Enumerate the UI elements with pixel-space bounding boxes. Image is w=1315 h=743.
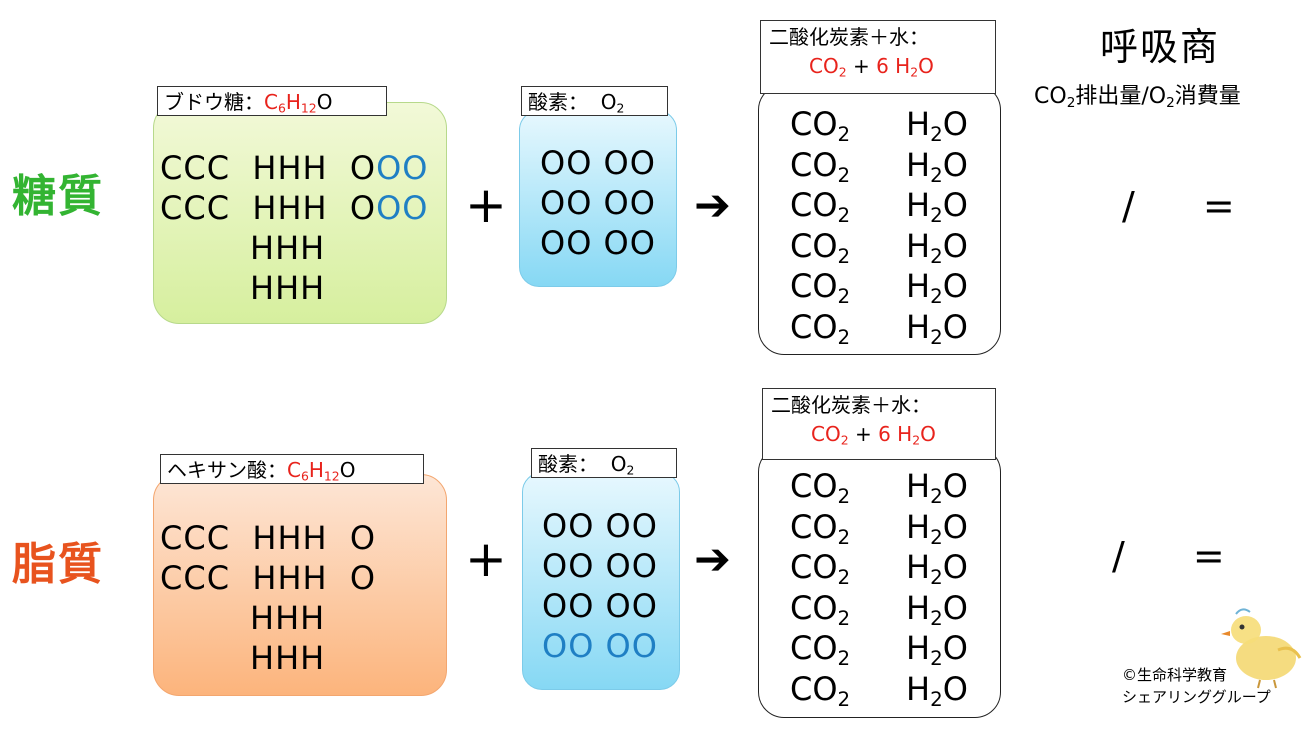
products-tag: 二酸化炭素＋水： CO2 + 6 H2O [760, 20, 996, 94]
oxygen-line: OO OO [542, 587, 658, 625]
hexanoic-acid-tag: ヘキサン酸：C6H12O [160, 454, 424, 484]
oxygen-molecule-box [519, 110, 677, 287]
glucose-tag: ブドウ糖：C6H12O [157, 86, 387, 116]
products-tag: 二酸化炭素＋水： CO2 + 6 H2O [762, 388, 996, 460]
respiratory-quotient-definition: CO2排出量/O2消費量 [1034, 84, 1241, 112]
hexanoic-acid-atoms: CCC HHH O CCC HHH O HHH HHH [160, 519, 377, 677]
oxygen-atoms: OO OO OO OO OO OO [540, 143, 656, 263]
oxygen-line: OO OO [542, 507, 658, 545]
glucose-molecule-box [153, 102, 447, 324]
glucose-atoms: CCC HHH OOO CCC HHH OOO HHH HHH [160, 149, 429, 307]
reaction-arrow: ➔ [694, 534, 731, 585]
oxygen-atoms: OO OO OO OO OO OO OO OO [542, 506, 658, 666]
oxygen-tag: 酸素： O2 [531, 448, 677, 478]
oxygen-molecule-box [522, 472, 680, 690]
oxygen-line: OO OO [540, 144, 656, 182]
ratio-placeholder: / = [1122, 184, 1263, 228]
row-label-carbohydrate: 糖質 [12, 171, 104, 222]
oxygen-line: OO OO [540, 184, 656, 222]
oxygen-tag: 酸素： O2 [521, 86, 668, 116]
products-box [758, 84, 1001, 355]
respiratory-quotient-title: 呼吸商 [1100, 25, 1221, 69]
ratio-placeholder: / = [1112, 534, 1253, 578]
oxygen-line: OO OO [542, 547, 658, 585]
hexanoic-acid-molecule-box [153, 474, 447, 696]
plus-sign: + [465, 176, 507, 234]
row-label-lipid: 脂質 [12, 539, 104, 590]
reaction-arrow: ➔ [694, 180, 731, 231]
products-box [758, 446, 1001, 718]
oxygen-line: OO OO [542, 627, 658, 665]
chick-mascot-icon [1221, 608, 1302, 689]
oxygen-line: OO OO [540, 224, 656, 262]
plus-sign: + [465, 530, 507, 588]
copyright-notice: ©生命科学教育 シェアリンググループ [1122, 666, 1271, 706]
